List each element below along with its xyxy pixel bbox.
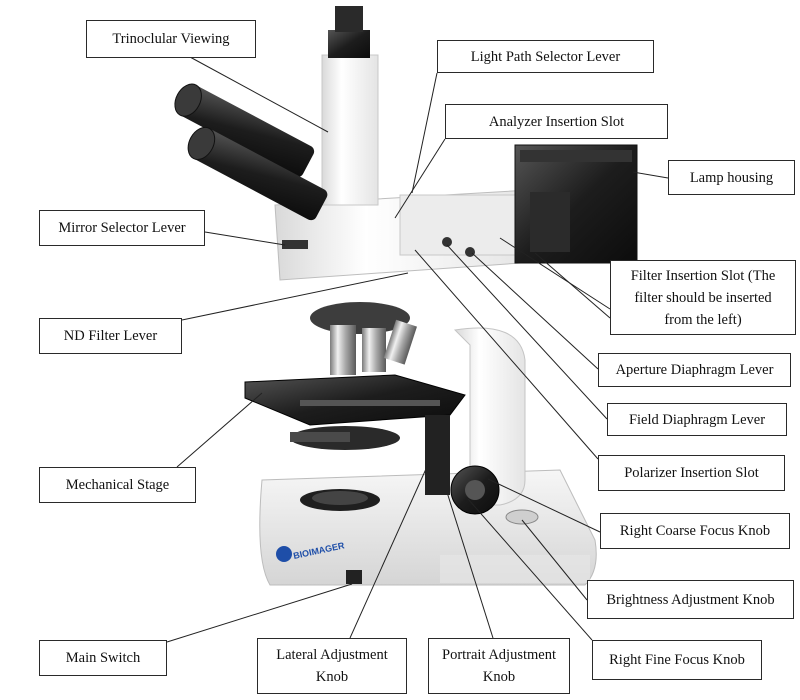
label-right-fine-focus-knob: Right Fine Focus Knob: [592, 640, 762, 680]
leader-analyzer: [394, 138, 446, 219]
leader-aperture: [471, 252, 599, 370]
leader-trinocular: [189, 56, 329, 133]
leader-field: [446, 244, 608, 420]
label-analyzer-insertion-slot: Analyzer Insertion Slot: [445, 104, 668, 139]
label-mechanical-stage: Mechanical Stage: [39, 467, 196, 503]
leader-lateral: [349, 459, 431, 639]
leader-main-switch: [166, 583, 353, 643]
leader-lines: [166, 56, 669, 643]
leader-lamp: [632, 171, 669, 179]
leader-fine: [467, 498, 593, 641]
label-light-path-selector-lever: Light Path Selector Lever: [437, 40, 654, 73]
trinocular-tube: [321, 54, 379, 206]
label-right-coarse-focus-knob: Right Coarse Focus Knob: [600, 513, 790, 549]
eyepieces: [174, 83, 328, 221]
label-mirror-selector-lever: Mirror Selector Lever: [39, 210, 205, 246]
label-nd-filter-lever: ND Filter Lever: [39, 318, 182, 354]
main-switch-graphic: [346, 570, 362, 584]
leader-filter-2: [534, 252, 611, 319]
label-portrait-adjustment-knob: Portrait Adjustment Knob: [428, 638, 570, 694]
microscope-illustration: BIOIMAGER: [174, 6, 638, 586]
leader-nd: [181, 272, 409, 321]
label-polarizer-insertion-slot: Polarizer Insertion Slot: [598, 455, 785, 491]
label-lamp-housing: Lamp housing: [668, 160, 795, 195]
mirror-lever-graphic: [282, 240, 308, 249]
label-trinocular-viewing: Trinoclular Viewing: [86, 20, 256, 58]
leader-filter-1: [499, 237, 611, 310]
leader-brightness: [521, 519, 588, 601]
leader-polarizer: [414, 249, 599, 460]
label-aperture-diaphragm-lever: Aperture Diaphragm Lever: [598, 353, 791, 387]
label-brightness-adjustment-knob: Brightness Adjustment Knob: [587, 580, 794, 619]
leader-mirror: [204, 231, 286, 246]
label-main-switch: Main Switch: [39, 640, 167, 676]
label-filter-insertion-slot: Filter Insertion Slot (The filter should…: [610, 260, 796, 335]
leader-portrait: [439, 469, 494, 639]
leader-light-path: [411, 72, 438, 194]
microscope-arm: [453, 327, 526, 506]
label-field-diaphragm-lever: Field Diaphragm Lever: [607, 403, 787, 436]
leader-coarse: [487, 478, 601, 533]
leader-stage: [176, 392, 263, 468]
brightness-knob-graphic: [505, 509, 539, 525]
label-lateral-adjustment-knob: Lateral Adjustment Knob: [257, 638, 407, 694]
